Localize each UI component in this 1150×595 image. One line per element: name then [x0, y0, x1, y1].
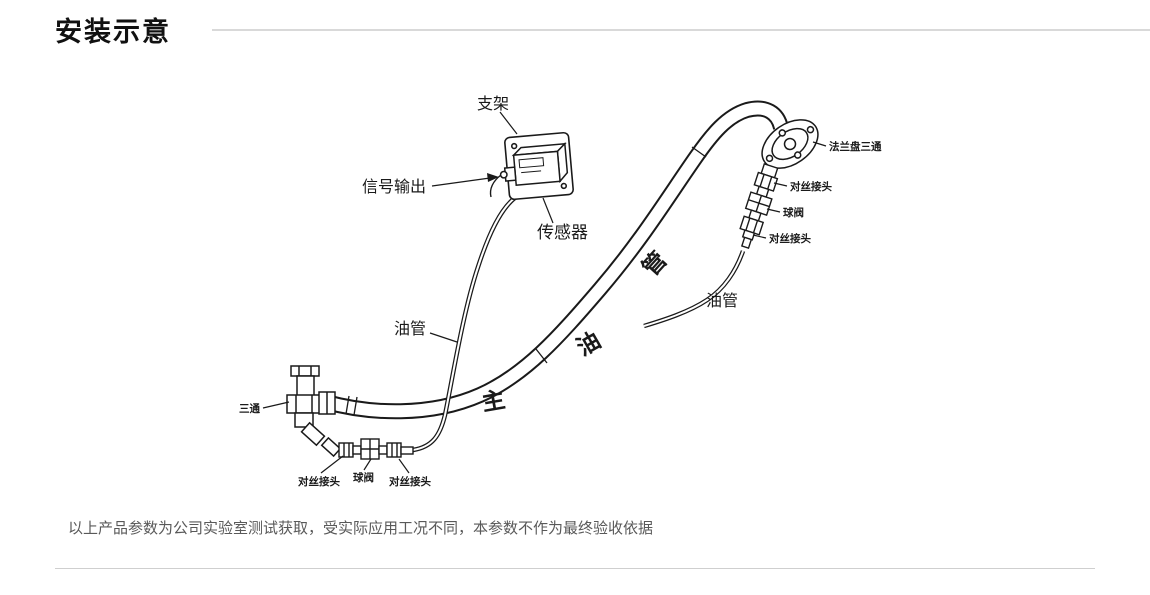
bottom-divider: [55, 568, 1095, 569]
disclaimer-text: 以上产品参数为公司实验室测试获取，受实际应用工况不同，本参数不作为最终验收依据: [68, 520, 654, 537]
label-oil-pipe-right: 油管: [706, 292, 738, 310]
signal-output-arrow: [431, 173, 499, 187]
pipe-joint-ticks: [345, 146, 707, 416]
main-oil-pipe: [323, 100, 789, 420]
leader-lines: [262, 111, 827, 474]
bottom-fitting-chain: [338, 438, 414, 460]
label-valve-right: 球阀: [783, 206, 804, 219]
label-sensor: 传感器: [537, 223, 588, 242]
signal-wire: [489, 174, 502, 198]
label-joint-bottom-right: 对丝接头: [389, 475, 431, 488]
label-tee: 三通: [239, 403, 260, 415]
label-joint-bottom-left: 对丝接头: [298, 475, 340, 488]
flange-tee-fitting: [761, 119, 819, 169]
label-oil-pipe-left: 油管: [394, 320, 426, 338]
tee-fitting: [286, 365, 342, 458]
main-pipe-label-char2: 油: [572, 327, 605, 361]
threaded-joint-bottom-left-part: [338, 442, 354, 458]
main-pipe-label-char3: 管: [637, 246, 672, 280]
label-valve-bottom: 球阀: [353, 471, 374, 484]
oil-tube-right: [643, 250, 746, 329]
page-title: 安装示意: [55, 17, 171, 47]
main-pipe-label-char1: 主: [480, 386, 507, 416]
label-bracket: 支架: [477, 95, 509, 113]
label-joint-right-bottom: 对丝接头: [769, 232, 811, 245]
sensor-box: [499, 142, 569, 186]
label-joint-right-top: 对丝接头: [790, 180, 832, 193]
threaded-joint-bottom-right-part: [386, 442, 402, 458]
right-fitting-chain: [739, 163, 779, 250]
label-flange-tee: 法兰盘三通: [829, 140, 882, 153]
label-signal-output: 信号输出: [362, 178, 426, 196]
title-divider: [212, 29, 1150, 31]
oil-tube-left: [412, 195, 518, 453]
